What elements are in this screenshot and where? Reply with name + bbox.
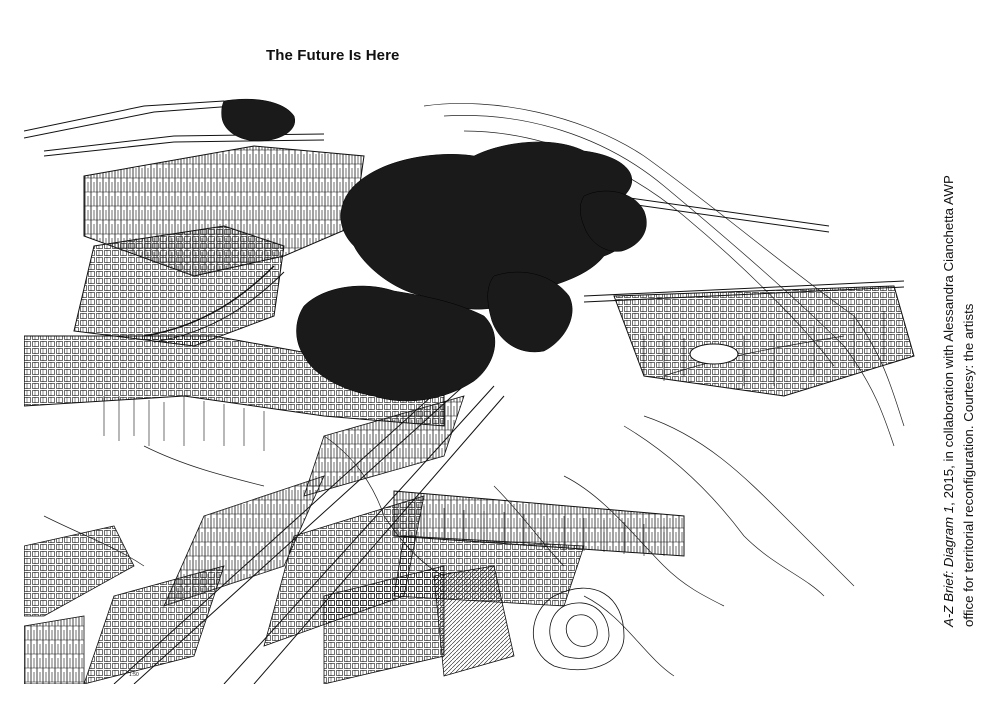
caption-work-title-part2: Diagram 1 (941, 505, 956, 568)
caption-line-1: A-Z Brief: Diagram 1, 2015, in collabora… (940, 175, 958, 627)
page-title: The Future Is Here (266, 47, 400, 64)
scale-label: 1:50 (129, 672, 139, 678)
urban-axonometric-drawing: 1:50 (24, 98, 915, 684)
caption-work-title-part1: A-Z Brief: (941, 567, 956, 627)
island (532, 587, 625, 671)
caption-line-1-rest: , 2015, in collaboration with Alessandra… (941, 175, 956, 506)
caption-line-2: office for territorial reconfiguration. … (961, 303, 976, 627)
tree-canopy (221, 98, 647, 402)
